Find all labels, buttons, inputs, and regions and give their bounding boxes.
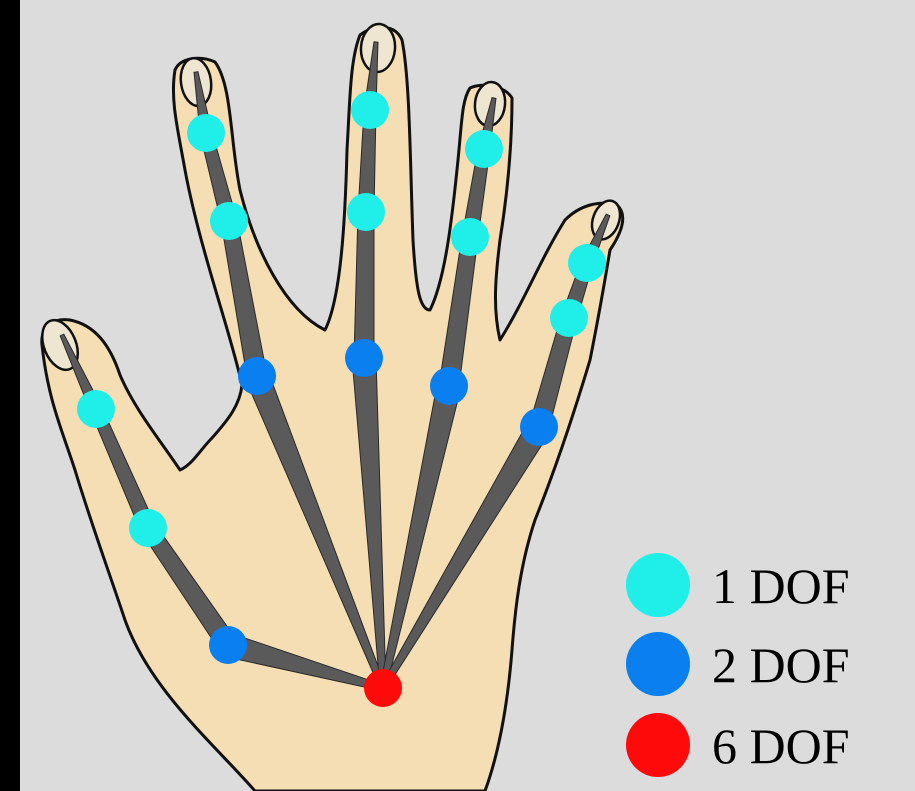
legend-item-2dof: 2 DOF <box>626 632 850 696</box>
legend-item-1dof: 1 DOF <box>626 553 850 617</box>
legend-label-1dof: 1 DOF <box>712 558 850 614</box>
little-joint-1dof <box>550 299 588 337</box>
ring-joint-1dof <box>451 218 489 256</box>
thumb-joint-1dof <box>129 509 167 547</box>
ring-joint-1dof <box>465 130 503 168</box>
thumb-joint-2dof <box>209 626 247 664</box>
legend-item-6dof: 6 DOF <box>626 713 850 777</box>
index-joint-1dof <box>187 114 225 152</box>
ring-joint-2dof <box>430 367 468 405</box>
legend-swatch-2dof <box>626 632 690 696</box>
legend-label-2dof: 2 DOF <box>712 637 850 693</box>
wrist-joint-6dof <box>364 669 402 707</box>
bone <box>354 212 374 358</box>
legend: 1 DOF 2 DOF 6 DOF <box>626 553 850 777</box>
index-joint-1dof <box>210 202 248 240</box>
legend-swatch-6dof <box>626 713 690 777</box>
index-joint-2dof <box>238 357 276 395</box>
middle-joint-1dof <box>347 193 385 231</box>
legend-label-6dof: 6 DOF <box>712 718 850 774</box>
middle-joint-1dof <box>351 91 389 129</box>
legend-swatch-1dof <box>626 553 690 617</box>
middle-joint-2dof <box>345 339 383 377</box>
little-joint-2dof <box>520 408 558 446</box>
little-joint-1dof <box>568 244 606 282</box>
thumb-joint-1dof <box>77 390 115 428</box>
